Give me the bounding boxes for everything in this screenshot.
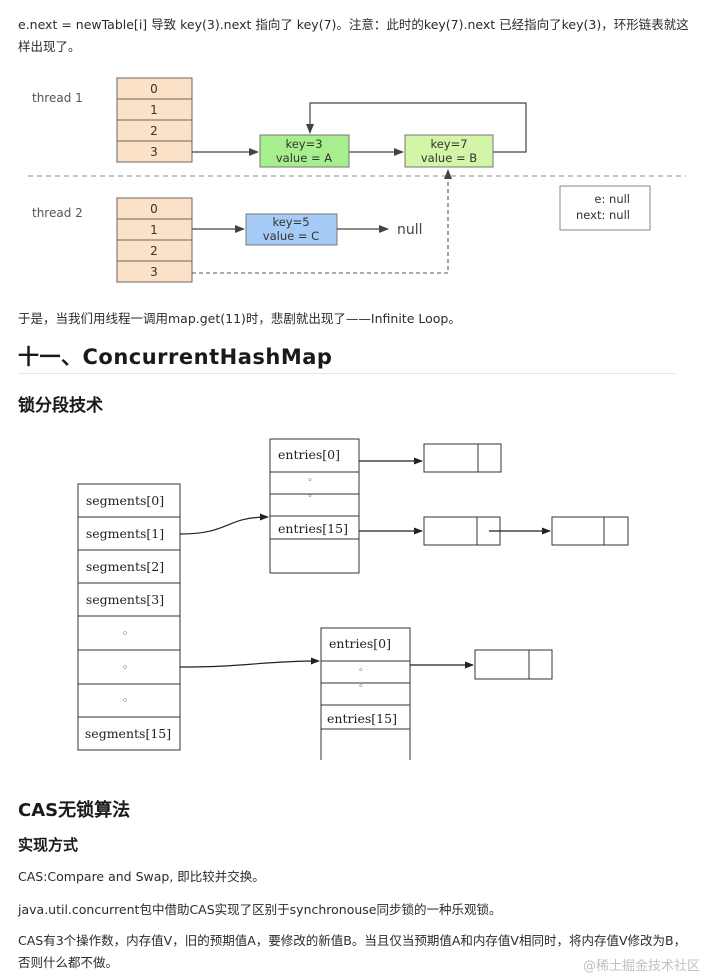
lower-entry-label-0: entries[0] [329, 636, 391, 651]
thread-2-slot-0-label: 0 [150, 202, 158, 216]
upper-entry-cell-0 [269, 438, 360, 473]
subtitle-lock-striping: 锁分段技术 [18, 396, 103, 416]
upper-entry-cell-extra [269, 538, 360, 574]
side-note-e: e: null [594, 192, 630, 206]
lower-entry-ellipsis-1: ◦ [358, 666, 363, 676]
segment-label-0: segments[0] [86, 493, 164, 508]
cas-title: CAS无锁算法 [18, 800, 131, 821]
upper-entry-ellipsis-2: ◦ [307, 492, 312, 502]
thread-1-label: thread 1 [32, 91, 83, 105]
intro-paragraph: e.next = newTable[i] 导致 key(3).next 指向了 … [18, 17, 689, 54]
cas-paragraph-3: CAS有3个操作数，内存值V，旧的预期值A，要修改的新值B。当且仅当预期值A和内… [18, 933, 687, 970]
upper-entry-cell-2 [269, 493, 360, 517]
node-key3 [259, 134, 350, 168]
segment-label-3: segments[3] [86, 592, 164, 607]
arrow-key7-loop-to-key3 [306, 102, 527, 153]
thread-2-slot-1-label: 1 [150, 223, 158, 237]
entry-node-upper-15b [551, 516, 629, 546]
cas-paragraph-1: CAS:Compare and Swap, 即比较并交换。 [18, 869, 265, 884]
thread-1-slot-3-label: 3 [150, 145, 158, 159]
section-title: 十一、ConcurrentHashMap [18, 345, 333, 369]
thread-1-slot-0-label: 0 [150, 82, 158, 96]
segment-ellipsis-1: ◦ [122, 627, 129, 640]
upper-entry-label-0: entries[0] [278, 447, 340, 462]
segment-cell-2 [77, 549, 181, 584]
upper-entry-cell-1 [269, 471, 360, 495]
node-key7 [404, 134, 494, 168]
upper-entry-label-15: entries[15] [278, 521, 348, 536]
segment-label-15: segments[15] [85, 726, 171, 741]
segments-table: segments[0] segments[1] segments[2] segm… [77, 483, 181, 751]
lower-entries-table: entries[0] ◦ ◦ entries[15] [320, 627, 411, 760]
segment-cell-3 [77, 582, 181, 617]
segment-cell-5 [77, 649, 181, 685]
segment-label-1: segments[1] [86, 526, 164, 541]
node-key3-key: key=3 [285, 137, 322, 151]
section-divider [18, 373, 676, 374]
impl-title: 实现方式 [18, 836, 79, 854]
node-key7-value: value = B [421, 151, 477, 165]
thread-1-slot-1-label: 1 [150, 103, 158, 117]
segments-diagram: segments[0] segments[1] segments[2] segm… [77, 438, 629, 760]
thread-1-slot-2-label: 2 [150, 124, 158, 138]
entry-node-upper-0 [423, 443, 502, 473]
upper-entries-table: entries[0] ◦ ◦ entries[15] [269, 438, 360, 574]
loop-paragraph: 于是，当我们用线程一调用map.get(11)时，悲剧就出现了——Infinit… [18, 311, 461, 326]
lower-entry-cell-extra [320, 728, 411, 760]
thread-2-slot-3 [116, 260, 193, 283]
lower-entry-label-15: entries[15] [327, 711, 397, 726]
node-key5-key: key=5 [272, 215, 309, 229]
thread-2-slot-3-label: 3 [150, 265, 158, 279]
segment-ellipsis-3: ◦ [122, 694, 129, 707]
lower-entry-cell-0 [320, 627, 411, 662]
side-note-box [559, 185, 651, 231]
cas-paragraph-2: java.util.concurrent包中借助CAS实现了区别于synchro… [18, 902, 502, 917]
segment-cell-1 [77, 516, 181, 551]
node-key7-key: key=7 [430, 137, 467, 151]
upper-entry-ellipsis-1: ◦ [307, 476, 312, 486]
segment-cell-15 [77, 716, 181, 751]
hashmap-loop-diagram: thread 1 0 1 2 3 key=3 value = A key=7 v… [28, 77, 686, 283]
watermark: @稀土掘金技术社区 [582, 959, 700, 974]
entry-node-lower-0 [474, 649, 553, 680]
segment-cell-4 [77, 615, 181, 651]
side-note-next: next: null [576, 208, 630, 222]
lower-entry-ellipsis-2: ◦ [358, 682, 363, 692]
thread-2-label: thread 2 [32, 206, 83, 220]
lower-entry-cell-15 [320, 704, 411, 730]
lower-entry-cell-2 [320, 682, 411, 706]
node-key5-value: value = C [263, 229, 319, 243]
lower-entry-cell-1 [320, 660, 411, 684]
thread-2-slot-2-label: 2 [150, 244, 158, 258]
null-label: null [397, 222, 423, 238]
node-key5 [245, 213, 338, 246]
arrow-segment-to-lower-entries [179, 657, 320, 668]
segment-cell-6 [77, 683, 181, 718]
entry-node-upper-15a [423, 516, 501, 546]
node-key3-value: value = A [276, 151, 332, 165]
thread-2-table: 0 1 2 3 [116, 197, 193, 283]
thread-1-table: 0 1 2 3 [116, 77, 193, 163]
segment-ellipsis-2: ◦ [122, 661, 129, 674]
arrow-segment1-to-entries [179, 513, 269, 535]
arrow-slot3-to-key7-dashed [192, 169, 452, 274]
segment-label-2: segments[2] [86, 559, 164, 574]
